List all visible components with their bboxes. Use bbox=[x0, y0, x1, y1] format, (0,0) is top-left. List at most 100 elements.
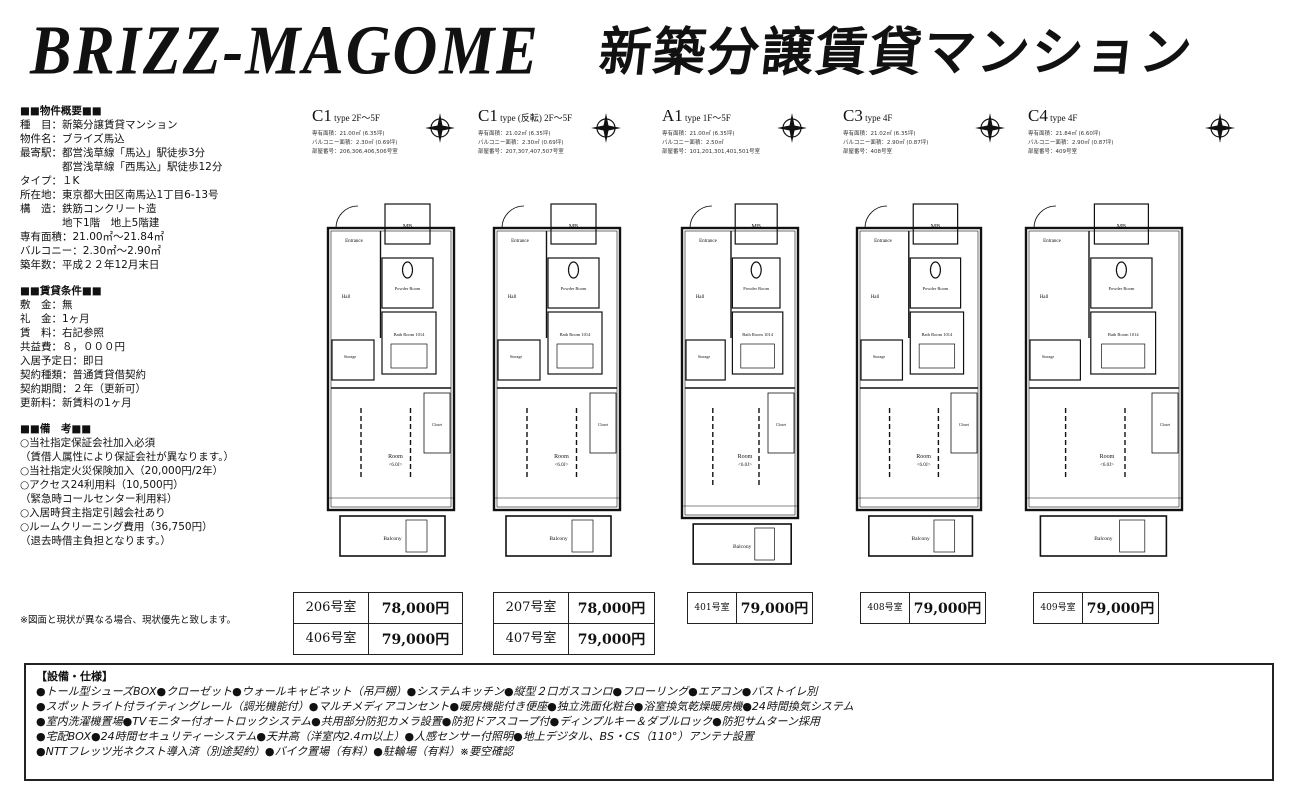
info-line: タイプ：１K bbox=[20, 175, 80, 187]
bath-room bbox=[909, 311, 965, 375]
kitchen bbox=[685, 339, 726, 381]
toilet-icon bbox=[929, 261, 942, 279]
room-number: 206号室 bbox=[294, 593, 369, 623]
balcony-label: Balcony bbox=[549, 536, 568, 542]
plan-meta-line: 部屋番号：206,306,406,506号室 bbox=[312, 149, 398, 155]
plan-meta-line: バルコニー面積：2.90㎡ (0.87坪) bbox=[843, 140, 929, 146]
hall-label: Hall bbox=[342, 295, 351, 300]
info-line: 所在地：東京都大田区南馬込1丁目6-13号 bbox=[20, 189, 219, 201]
bath-room bbox=[731, 311, 784, 375]
powder-label: Powder Room bbox=[395, 286, 421, 291]
plan-type: C4 bbox=[1028, 106, 1048, 125]
entrance-label: Entrance bbox=[1043, 239, 1062, 244]
room-price-row: 206号室 78,000円 bbox=[294, 593, 462, 624]
powder-label: Powder Room bbox=[561, 286, 587, 291]
bath-label: Bath Room 1014 bbox=[560, 332, 592, 337]
outer-wall bbox=[492, 226, 622, 512]
storage-label: Storage bbox=[1042, 354, 1054, 359]
mb-label: MB bbox=[752, 224, 761, 230]
info-line: 契約種類：普通賃貸借契約 bbox=[20, 369, 146, 381]
bath-room bbox=[1090, 311, 1157, 375]
plan-type-label: C1 type (反転) 2F～5F bbox=[478, 106, 572, 126]
ac-unit bbox=[571, 519, 594, 553]
info-line: 物件名：ブライズ馬込 bbox=[20, 133, 125, 145]
door-swing bbox=[501, 205, 525, 229]
mb-label: MB bbox=[1117, 224, 1126, 230]
plan-type: C3 bbox=[843, 106, 863, 125]
mb-box bbox=[550, 203, 597, 245]
plan-meta-line: バルコニー面積：2.30㎡ (0.69坪) bbox=[478, 140, 564, 146]
kitchen bbox=[860, 339, 904, 381]
hall-label: Hall bbox=[871, 295, 880, 300]
compass-icon bbox=[777, 113, 807, 143]
room-rent: 79,000円 bbox=[577, 632, 646, 648]
balcony bbox=[868, 515, 974, 557]
features-title: 【設備・仕様】 bbox=[36, 670, 113, 683]
storage-label: Storage bbox=[344, 354, 356, 359]
door-swing bbox=[335, 205, 359, 229]
balcony bbox=[505, 515, 612, 557]
bath-label: Bath Room 1014 bbox=[394, 332, 426, 337]
balcony bbox=[1039, 515, 1168, 557]
plan-type: C1 bbox=[478, 106, 498, 125]
room-rent: 78,000円 bbox=[381, 601, 450, 617]
features-box: 【設備・仕様】 ●トール型シューズBOX●クローゼット●ウォールキャビネット（吊… bbox=[24, 663, 1274, 781]
entrance-label: Entrance bbox=[345, 239, 364, 244]
door-swing bbox=[864, 205, 888, 229]
closet bbox=[1151, 392, 1179, 454]
compass-icon bbox=[591, 113, 621, 143]
plan-meta-line: バルコニー面積：2.50㎡ bbox=[662, 140, 724, 146]
brand-logo: BRIZZ-MAGOME bbox=[30, 13, 540, 90]
plan-meta: 専有面積：21.02㎡ (6.35坪)バルコニー面積：2.30㎡ (0.69坪)… bbox=[478, 130, 564, 157]
plan-meta-line: 部屋番号：101,201,301,401,501号室 bbox=[662, 149, 760, 155]
inner-wall bbox=[496, 230, 618, 508]
info-line: 入居予定日：即日 bbox=[20, 355, 104, 367]
balcony-label: Balcony bbox=[1094, 536, 1113, 542]
powder-room bbox=[731, 257, 781, 309]
room-label: Room bbox=[554, 454, 569, 460]
toilet-icon bbox=[750, 261, 762, 279]
hall-label: Hall bbox=[696, 295, 705, 300]
room-label: Room bbox=[738, 454, 753, 460]
room-label: Room bbox=[1100, 454, 1115, 460]
inner-wall bbox=[684, 230, 796, 516]
feature-line: ●トール型シューズBOX●クローゼット●ウォールキャビネット（吊戸棚）●システム… bbox=[36, 685, 818, 698]
info-line: ○ルームクリーニング費用（36,750円） bbox=[20, 521, 213, 533]
ac-unit bbox=[933, 519, 956, 553]
plan-meta: 専有面積：21.00㎡ (6.35坪)バルコニー面積：2.30㎡ (0.69坪)… bbox=[312, 130, 398, 157]
outer-wall bbox=[680, 226, 800, 520]
bath-label: Bath Room 1014 bbox=[1108, 332, 1140, 337]
headline: 新築分譲賃貸マンション bbox=[596, 22, 1197, 83]
info-line: 契約期間：２年（更新可） bbox=[20, 383, 146, 395]
bathtub bbox=[1101, 343, 1146, 369]
info-line: 専有面積：21.00㎡～21.84㎡ bbox=[20, 231, 165, 243]
room-rent: 79,000円 bbox=[913, 601, 982, 617]
info-line: バルコニー：2.30㎡～2.90㎡ bbox=[20, 245, 162, 257]
inner-wall bbox=[1028, 230, 1180, 508]
bath-label: Bath Room 1014 bbox=[922, 332, 954, 337]
info-line: ○当社指定保証会社加入必須 bbox=[20, 437, 156, 449]
info-line: （緊急時コールセンター利用料） bbox=[20, 493, 178, 505]
info-line: 築年数：平成２２年12月末日 bbox=[20, 259, 160, 271]
entrance-label: Entrance bbox=[511, 239, 530, 244]
kitchen bbox=[497, 339, 541, 381]
compass-icon bbox=[975, 113, 1005, 143]
plan-meta-line: 専有面積：21.84㎡ (6.60坪) bbox=[1028, 131, 1101, 137]
info-line: ○アクセス24利用料（10,500円） bbox=[20, 479, 184, 491]
plan-floors: type 1F～5F bbox=[682, 113, 731, 123]
info-line: 種 目：新築分譲賃貸マンション bbox=[20, 119, 178, 131]
feature-line: ●宅配BOX●24時間セキュリティーシステム●天井高（洋室内2.4ｍ以上）●人感… bbox=[36, 730, 754, 743]
room-rent: 79,000円 bbox=[740, 601, 809, 617]
info-line: 共益費：８，０００円 bbox=[20, 341, 125, 353]
overview-title: ■■物件概要■■ bbox=[20, 105, 102, 117]
plan-meta-line: 部屋番号：207,307,407,507号室 bbox=[478, 149, 564, 155]
